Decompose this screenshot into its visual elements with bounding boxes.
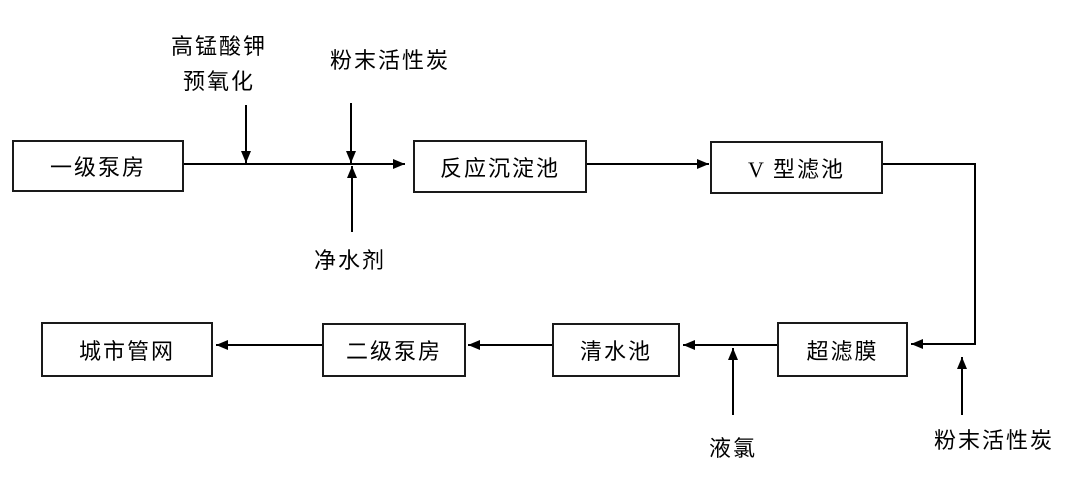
label-kmno4-line1: 高锰酸钾 (170, 34, 267, 59)
connector-vfilter-to-ultra (883, 163, 976, 349)
label-kmno4-preoxidation: 高锰酸钾 预氧化 (154, 29, 284, 99)
node-reaction-sedimentation-tank: 反应沉淀池 (413, 140, 587, 193)
node-clear-water-tank: 清水池 (552, 323, 680, 377)
node-ultrafiltration-membrane: 超滤膜 (777, 322, 908, 377)
node-pump-station-1: 一级泵房 (12, 140, 184, 192)
label-powdered-activated-carbon-bottom: 粉末活性炭 (933, 428, 1054, 453)
label-water-purifier: 净水剂 (313, 248, 386, 273)
label-powdered-activated-carbon-top: 粉末活性炭 (329, 48, 450, 73)
node-city-pipe-network: 城市管网 (41, 322, 213, 377)
node-v-type-filter: V 型滤池 (710, 141, 883, 194)
node-pump-station-2: 二级泵房 (322, 323, 466, 377)
label-kmno4-line2: 预氧化 (182, 69, 255, 94)
label-liquid-chlorine: 液氯 (708, 436, 757, 461)
